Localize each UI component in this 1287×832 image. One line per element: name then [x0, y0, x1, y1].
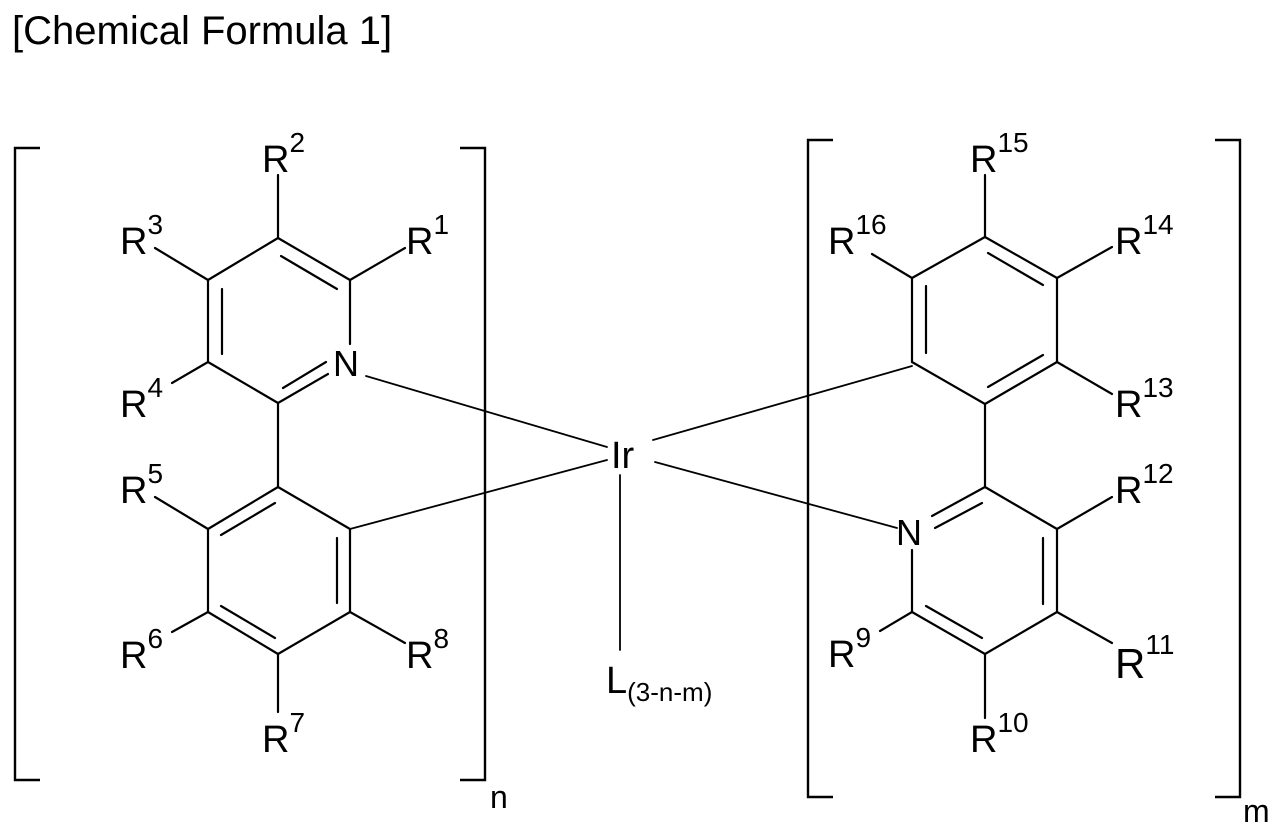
left-substituent-labels: R2 R1 R3 R4 R5 R6 R7 R8	[120, 127, 449, 761]
label-r2: R2	[262, 127, 305, 181]
right-substituent-labels: R15 R16 R14 R13 R12 R11 R9 R10	[828, 127, 1174, 761]
label-r7: R7	[262, 707, 305, 761]
left-pyridine-n: N	[333, 343, 359, 384]
right-ligand: m N	[808, 127, 1270, 827]
label-r6: R6	[120, 623, 163, 677]
label-r10: R10	[970, 707, 1029, 761]
left-subscript-n: n	[490, 779, 508, 815]
label-r3: R3	[120, 209, 163, 263]
right-phenyl-ring	[912, 237, 1057, 404]
metal-label: Ir	[611, 435, 635, 477]
right-bracket-close	[1215, 140, 1240, 797]
formula-title: [Chemical Formula 1]	[12, 9, 392, 53]
label-r4: R4	[120, 372, 163, 426]
left-ligand: n N	[15, 127, 508, 815]
label-r16: R16	[828, 209, 887, 263]
right-subscript-m: m	[1243, 793, 1270, 827]
label-r1: R1	[406, 209, 449, 263]
label-r9: R9	[828, 622, 871, 676]
left-phenyl-ring	[208, 487, 350, 654]
label-r8: R8	[406, 623, 449, 677]
ancillary-ligand-label: L(3-n-m)	[606, 660, 712, 707]
label-r12: R12	[1115, 458, 1174, 512]
label-r5: R5	[120, 458, 163, 512]
label-r11: R11	[1115, 629, 1174, 687]
left-pyridine-ring	[208, 238, 350, 403]
right-pyridine-n: N	[896, 512, 922, 553]
right-pyridine-ring	[912, 487, 1057, 654]
left-bracket-open	[15, 148, 40, 780]
left-bracket-close	[460, 148, 485, 780]
label-r15: R15	[970, 127, 1029, 181]
label-r13: R13	[1115, 372, 1174, 426]
label-r14: R14	[1115, 209, 1174, 263]
